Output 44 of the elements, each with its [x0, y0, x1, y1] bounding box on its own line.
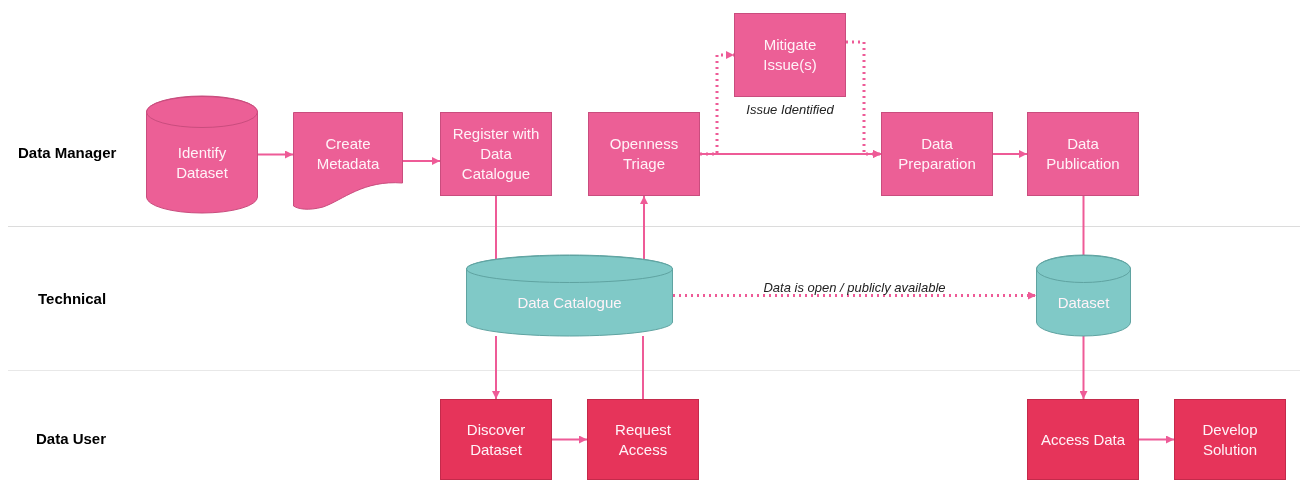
process-box	[881, 112, 993, 196]
process-box	[1174, 399, 1286, 480]
arrow	[699, 150, 882, 158]
node-label: Mitigate Issue(s)	[762, 35, 818, 75]
node-label: Data Preparation	[897, 134, 977, 174]
database-cylinder	[466, 255, 673, 336]
node-label: Create Metadata	[315, 134, 381, 174]
database-cylinder	[146, 96, 258, 213]
arrow	[492, 335, 500, 400]
arrow	[640, 195, 648, 261]
lane-label: Data User	[36, 429, 107, 449]
process-box	[1027, 399, 1139, 480]
arrow	[1138, 435, 1175, 444]
node-caption: Issue Identified	[746, 101, 834, 119]
node-label: Develop Solution	[1201, 419, 1259, 460]
arrow	[1079, 335, 1088, 400]
connector-line	[495, 195, 497, 261]
node-label: Openness Triage	[608, 134, 680, 174]
node-label: Register with Data Catalogue	[451, 124, 541, 184]
process-box	[1027, 112, 1139, 196]
node-label: Dataset	[1056, 292, 1111, 313]
process-box	[440, 399, 552, 480]
database-cylinder	[1036, 255, 1131, 336]
process-box	[588, 112, 700, 196]
lane-label: Data Manager	[18, 143, 117, 163]
arrow	[402, 157, 441, 165]
document-shape	[293, 112, 403, 210]
arrow	[673, 291, 1036, 300]
node-label: Request Access	[614, 419, 672, 460]
arrow	[551, 435, 588, 444]
node-label: Identify Dataset	[175, 142, 229, 183]
process-box	[587, 399, 699, 480]
arrow	[846, 40, 881, 158]
connector-line	[1082, 195, 1085, 256]
node-label: Access Data	[1039, 429, 1127, 450]
process-box	[440, 112, 552, 196]
connector-line	[642, 335, 644, 400]
node-label: Discover Dataset	[465, 419, 527, 460]
arrow	[700, 51, 734, 156]
arrow	[992, 150, 1028, 158]
node-label: Data Publication	[1045, 134, 1121, 174]
lane-label: Technical	[38, 289, 107, 309]
node-label: Data Catalogue	[516, 292, 623, 313]
arrow	[257, 150, 294, 159]
